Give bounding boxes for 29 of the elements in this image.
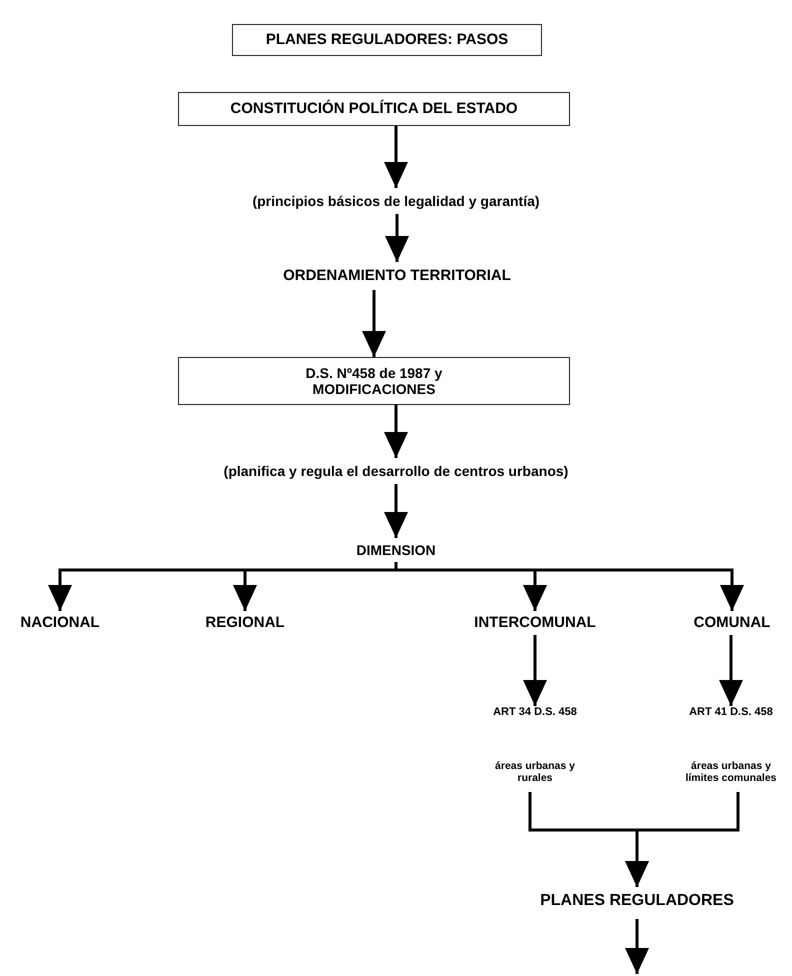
node-label: DIMENSION <box>356 542 436 558</box>
node-label: ART 34 D.S. 458 <box>493 706 577 719</box>
arrow <box>625 792 740 887</box>
arrow <box>625 919 649 974</box>
node-label: (principios básicos de legalidad y garantía) <box>252 192 540 210</box>
node-label: PLANES REGULADORES: PASOS <box>266 31 508 49</box>
node-label: D.S. Nº458 de 1987 y MODIFICACIONES <box>304 364 444 398</box>
arrow <box>719 635 743 706</box>
arrow <box>384 126 408 188</box>
arrow <box>385 214 409 262</box>
arrow <box>384 405 408 458</box>
node-label: NACIONAL <box>20 614 100 632</box>
node-description: áreas urbanas y límites comunales <box>684 760 778 784</box>
process-box <box>178 357 570 405</box>
node-label: PLANES REGULADORES <box>540 892 734 910</box>
node-description: áreas urbanas y rurales <box>494 760 576 784</box>
node-label: INTERCOMUNAL <box>474 614 596 632</box>
node-label: CONSTITUCIÓN POLÍTICA DEL ESTADO <box>230 100 518 118</box>
node-label: COMUNAL <box>694 614 770 632</box>
arrow <box>523 635 547 706</box>
node-label: REGIONAL <box>205 614 285 632</box>
node-label: ORDENAMIENTO TERRITORIAL <box>283 267 511 285</box>
node-label: ART 41 D.S. 458 <box>689 706 773 719</box>
arrow <box>384 484 408 538</box>
process-box <box>178 92 570 126</box>
arrow <box>362 290 386 357</box>
arrow <box>394 562 744 611</box>
node-label: (planifica y regula el desarrollo de centros urbanos) <box>224 462 568 480</box>
title-box <box>232 24 542 56</box>
